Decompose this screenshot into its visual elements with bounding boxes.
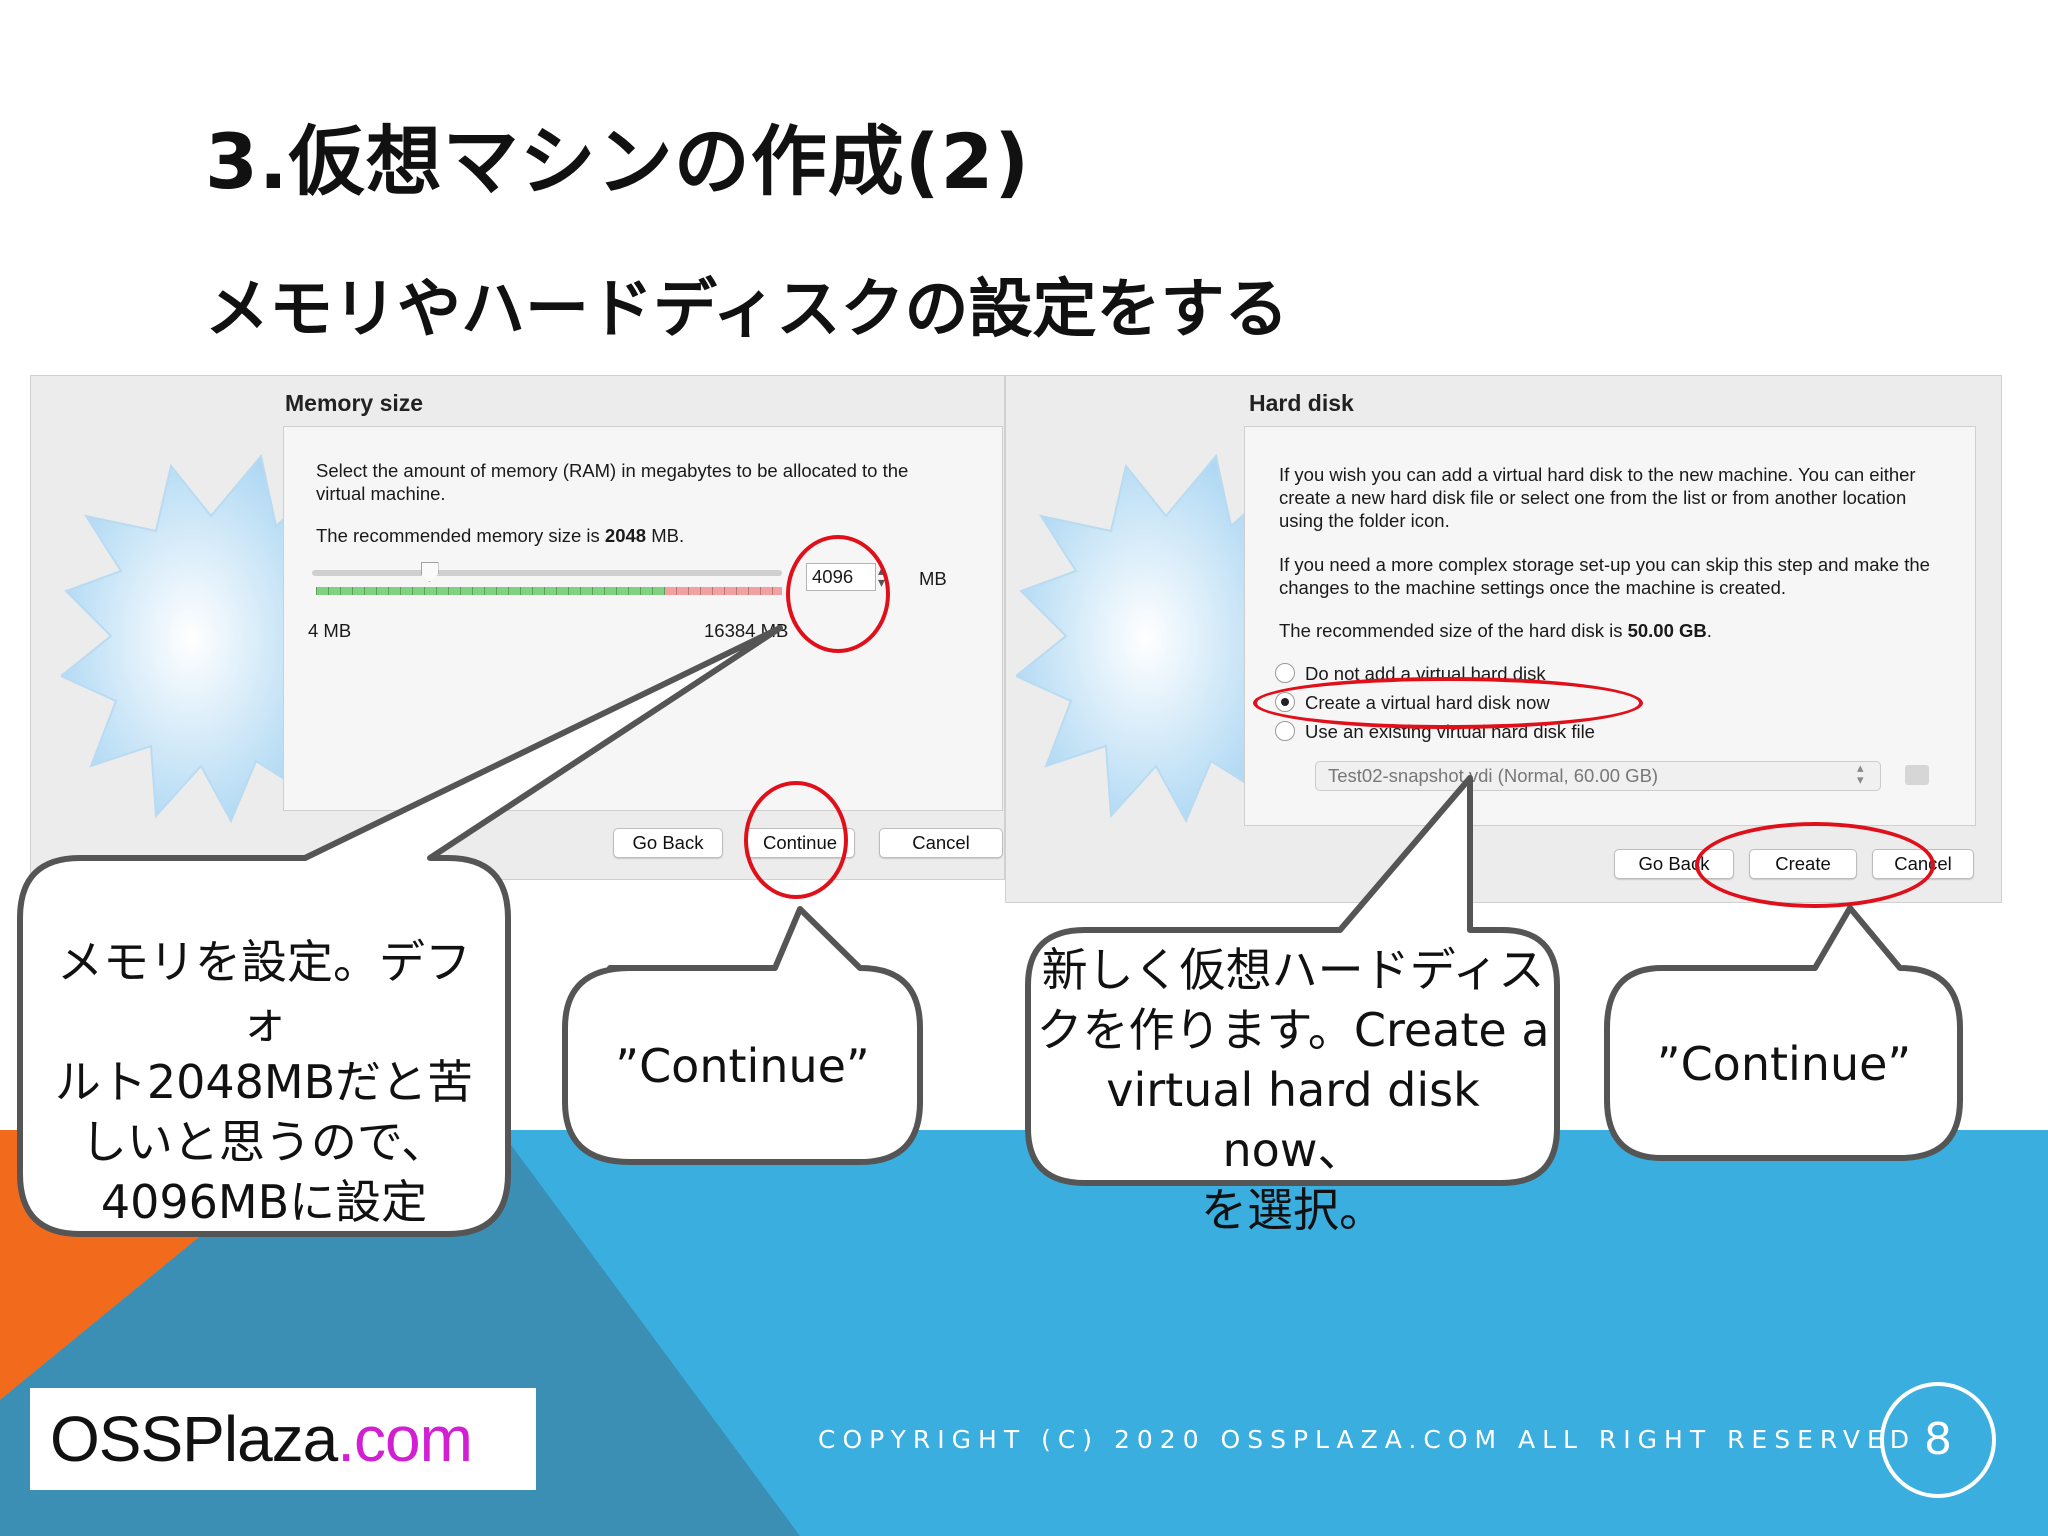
page-number: 8 — [1924, 1414, 1952, 1465]
memory-recommendation: The recommended memory size is 2048 MB. — [316, 525, 685, 546]
callout-memory-bubble — [17, 625, 783, 1237]
callout-continue1-text: ”Continue” — [615, 1039, 870, 1093]
radio-no-disk[interactable] — [1275, 663, 1295, 683]
hard-disk-para2: If you need a more complex storage set-u… — [1279, 554, 1930, 598]
virtualbox-starburst-graphic — [1016, 453, 1276, 824]
existing-disk-select[interactable]: Test02-snapshot.vdi (Normal, 60.00 GB) — [1315, 761, 1881, 791]
callout-hard-disk-text: 新しく仮想ハードディス クを作ります。Create a virtual hard… — [1036, 943, 1550, 1237]
memory-unit-label: MB — [919, 568, 947, 589]
highlight-create-button — [1695, 822, 1935, 908]
logo-box — [30, 1388, 536, 1490]
memory-inner-panel: Select the amount of memory (RAM) in meg… — [283, 426, 1003, 811]
callout-continue2-text: ”Continue” — [1656, 1037, 1912, 1091]
select-chevron-icon: ▴▾ — [1857, 761, 1864, 788]
go-back-button[interactable]: Go Back — [613, 828, 723, 858]
slide-subtitle: メモリやハードディスクの設定をする — [205, 273, 1289, 347]
callout-continue1-bubble — [562, 906, 923, 1165]
callout-continue2-bubble — [1604, 905, 1963, 1161]
memory-min-label: 4 MB — [308, 620, 352, 641]
hard-disk-inner-panel: If you wish you can add a virtual hard d… — [1244, 426, 1976, 826]
hard-disk-recommendation: The recommended size of the hard disk is… — [1279, 620, 1712, 641]
folder-icon[interactable] — [1905, 765, 1929, 785]
hard-disk-para1: If you wish you can add a virtual hard d… — [1279, 464, 1916, 531]
memory-slider-thumb[interactable] — [420, 562, 439, 582]
cancel-button[interactable]: Cancel — [879, 828, 1003, 858]
virtualbox-starburst-graphic — [61, 453, 321, 824]
memory-dialog-title: Memory size — [285, 390, 424, 416]
callout-hard-disk-bubble — [1025, 775, 1560, 1186]
page-number-circle — [1880, 1382, 1996, 1498]
callout-memory-text: メモリを設定。デフォ ルト2048MBだと苦 しいと思うので、 4096MBに設… — [54, 935, 474, 1229]
highlight-memory-value — [786, 535, 890, 653]
copyright-text: COPYRIGHT (C) 2020 OSSPLAZA.COM ALL RIGH… — [818, 1425, 1917, 1454]
highlight-create-option — [1253, 677, 1643, 729]
ossplaza-logo: OSSPlaza.com — [50, 1403, 473, 1475]
hard-disk-dialog-title: Hard disk — [1249, 390, 1354, 416]
highlight-continue-button — [744, 781, 848, 899]
slide-title: 3.仮想マシンの作成(2) — [205, 117, 1031, 206]
memory-slider-track[interactable] — [312, 570, 782, 576]
memory-description: Select the amount of memory (RAM) in meg… — [316, 460, 909, 504]
memory-slider-ticks — [316, 587, 782, 595]
radio-existing-disk[interactable] — [1275, 721, 1295, 741]
